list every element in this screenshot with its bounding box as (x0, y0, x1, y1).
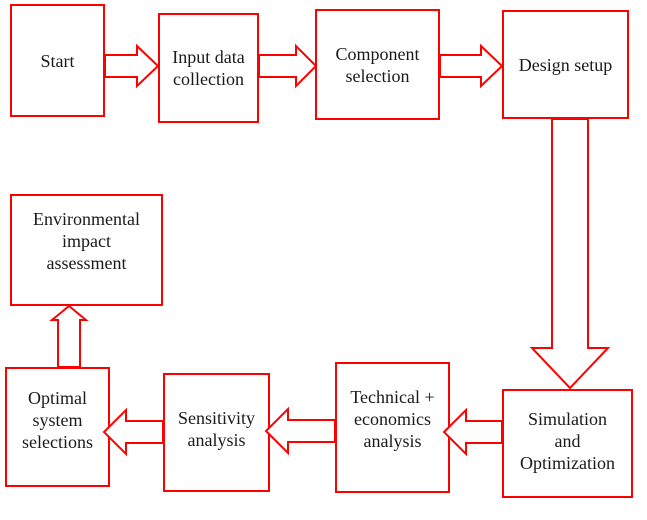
arrow-simulation-to-technical-icon (442, 407, 503, 457)
arrow-optimal-to-env-icon (49, 304, 89, 368)
arrow-design-to-simulation-icon (529, 118, 611, 390)
arrow-input-to-component-icon (258, 43, 318, 89)
node-design-setup: Design setup (502, 10, 629, 119)
node-input-data-collection-label: Input data collection (172, 47, 245, 89)
arrow-technical-to-sensitivity-icon (264, 406, 336, 456)
node-component-selection: Component selection (315, 9, 440, 120)
node-simulation-and-optimization: Simulation and Optimization (502, 389, 633, 498)
node-input-data-collection: Input data collection (158, 13, 259, 123)
node-optimal-system-selections-label: Optimal system selections (22, 388, 93, 452)
node-start: Start (10, 4, 105, 117)
node-sensitivity-analysis-label: Sensitivity analysis (177, 407, 255, 450)
arrow-start-to-input-icon (104, 43, 160, 89)
node-simulation-and-optimization-label: Simulation and Optimization (520, 408, 615, 473)
node-technical-economics-analysis: Technical + economics analysis (335, 362, 450, 493)
node-environmental-impact-assessment-label: Environmental impact assessment (33, 209, 140, 273)
node-component-selection-label: Component selection (335, 43, 420, 86)
node-start-label: Start (40, 50, 75, 71)
node-environmental-impact-assessment: Environmental impact assessment (10, 194, 163, 306)
node-sensitivity-analysis: Sensitivity analysis (163, 373, 270, 492)
arrow-component-to-design-icon (439, 43, 504, 89)
node-optimal-system-selections: Optimal system selections (5, 367, 110, 487)
node-design-setup-label: Design setup (518, 54, 613, 75)
arrow-sensitivity-to-optimal-icon (102, 407, 164, 457)
node-technical-economics-analysis-label: Technical + economics analysis (350, 386, 435, 451)
